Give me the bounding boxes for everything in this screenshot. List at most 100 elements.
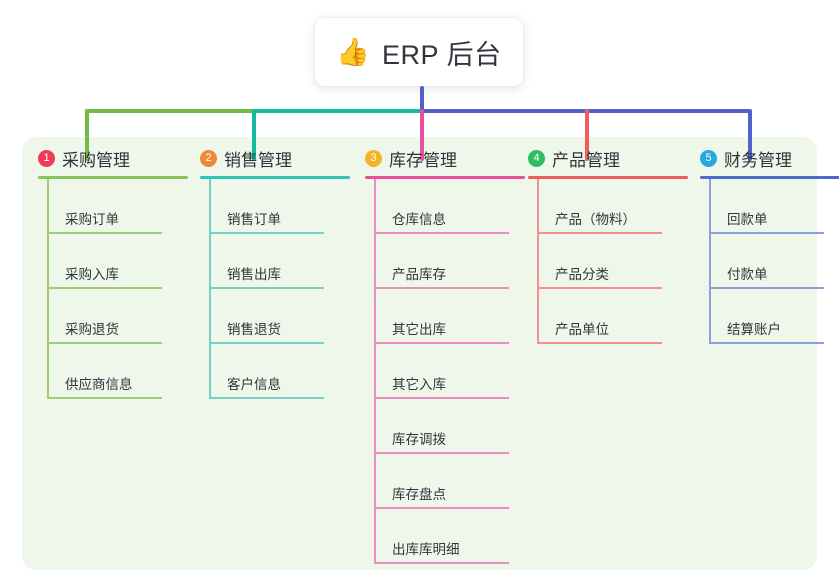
leaf-item[interactable]: 库存盘点 bbox=[365, 454, 525, 509]
branch-title: 销售管理 bbox=[224, 150, 292, 170]
leaf-underline bbox=[209, 287, 324, 289]
leaf-label: 其它出库 bbox=[392, 322, 446, 337]
leaf-underline bbox=[47, 232, 162, 234]
leaf-item[interactable]: 客户信息 bbox=[200, 344, 350, 399]
leaf-label: 销售订单 bbox=[227, 212, 281, 227]
leaf-list: 销售订单销售出库销售退货客户信息 bbox=[200, 179, 350, 399]
branch-title: 采购管理 bbox=[62, 150, 130, 170]
leaf-item[interactable]: 产品单位 bbox=[528, 289, 688, 344]
leaf-underline bbox=[537, 342, 662, 344]
leaf-underline bbox=[374, 507, 509, 509]
branch-number-badge: 4 bbox=[528, 149, 545, 167]
leaf-label: 产品单位 bbox=[555, 322, 609, 337]
branch-column-5: 5 财务管理回款单付款单结算账户 bbox=[700, 146, 839, 344]
leaf-item[interactable]: 产品（物料） bbox=[528, 179, 688, 234]
leaf-underline bbox=[47, 342, 162, 344]
branch-title: 财务管理 bbox=[724, 150, 792, 170]
root-node-card[interactable]: 👍 ERP 后台 bbox=[315, 18, 523, 86]
drop-connector-2 bbox=[252, 109, 256, 161]
branch-underline bbox=[38, 176, 188, 179]
leaf-label: 库存盘点 bbox=[392, 487, 446, 502]
drop-connector-1 bbox=[85, 109, 89, 161]
leaf-item[interactable]: 销售退货 bbox=[200, 289, 350, 344]
branch-header-2[interactable]: 2 销售管理 bbox=[200, 146, 350, 170]
leaf-label: 销售退货 bbox=[227, 322, 281, 337]
trunk-segment-teal bbox=[252, 109, 422, 113]
leaf-label: 产品（物料） bbox=[555, 212, 636, 227]
leaf-list: 采购订单采购入库采购退货供应商信息 bbox=[38, 179, 188, 399]
leaf-item[interactable]: 销售订单 bbox=[200, 179, 350, 234]
branch-underline bbox=[700, 176, 839, 179]
leaf-underline bbox=[374, 342, 509, 344]
leaf-label: 库存调拨 bbox=[392, 432, 446, 447]
leaf-spine bbox=[537, 179, 539, 344]
leaf-list: 回款单付款单结算账户 bbox=[700, 179, 839, 344]
leaf-label: 供应商信息 bbox=[65, 377, 133, 392]
branch-underline bbox=[365, 176, 525, 179]
leaf-item[interactable]: 回款单 bbox=[700, 179, 839, 234]
leaf-item[interactable]: 产品分类 bbox=[528, 234, 688, 289]
leaf-label: 仓库信息 bbox=[392, 212, 446, 227]
leaf-item[interactable]: 产品库存 bbox=[365, 234, 525, 289]
leaf-label: 销售出库 bbox=[227, 267, 281, 282]
leaf-spine bbox=[709, 179, 711, 344]
leaf-label: 其它入库 bbox=[392, 377, 446, 392]
leaf-item[interactable]: 库存调拨 bbox=[365, 399, 525, 454]
trunk-segment-green bbox=[85, 109, 254, 113]
leaf-underline bbox=[209, 232, 324, 234]
leaf-label: 客户信息 bbox=[227, 377, 281, 392]
leaf-item[interactable]: 采购订单 bbox=[38, 179, 188, 234]
leaf-underline bbox=[209, 342, 324, 344]
leaf-item[interactable]: 供应商信息 bbox=[38, 344, 188, 399]
leaf-label: 采购退货 bbox=[65, 322, 119, 337]
root-node-title: ERP 后台 bbox=[382, 39, 502, 70]
leaf-item[interactable]: 仓库信息 bbox=[365, 179, 525, 234]
leaf-underline bbox=[47, 397, 162, 399]
branch-number-badge: 2 bbox=[200, 149, 217, 167]
leaf-label: 产品库存 bbox=[392, 267, 446, 282]
branch-title: 库存管理 bbox=[389, 150, 457, 170]
branch-header-5[interactable]: 5 财务管理 bbox=[700, 146, 839, 170]
leaf-item[interactable]: 出库库明细 bbox=[365, 509, 525, 564]
leaf-spine bbox=[209, 179, 211, 399]
leaf-item[interactable]: 其它出库 bbox=[365, 289, 525, 344]
leaf-underline bbox=[709, 232, 824, 234]
leaf-list: 仓库信息产品库存其它出库其它入库库存调拨库存盘点出库库明细 bbox=[365, 179, 525, 564]
leaf-underline bbox=[374, 562, 509, 564]
branch-column-2: 2 销售管理销售订单销售出库销售退货客户信息 bbox=[200, 146, 350, 399]
leaf-label: 付款单 bbox=[727, 267, 768, 282]
leaf-item[interactable]: 采购入库 bbox=[38, 234, 188, 289]
branch-underline bbox=[200, 176, 350, 179]
root-stem-connector bbox=[420, 86, 424, 111]
leaf-item[interactable]: 付款单 bbox=[700, 234, 839, 289]
leaf-underline bbox=[374, 397, 509, 399]
branch-underline bbox=[528, 176, 688, 179]
leaf-item[interactable]: 采购退货 bbox=[38, 289, 188, 344]
leaf-label: 产品分类 bbox=[555, 267, 609, 282]
leaf-underline bbox=[537, 287, 662, 289]
leaf-spine bbox=[374, 179, 376, 564]
leaf-label: 采购入库 bbox=[65, 267, 119, 282]
leaf-item[interactable]: 销售出库 bbox=[200, 234, 350, 289]
leaf-label: 采购订单 bbox=[65, 212, 119, 227]
drop-connector-3 bbox=[420, 109, 424, 161]
leaf-underline bbox=[209, 397, 324, 399]
leaf-item[interactable]: 其它入库 bbox=[365, 344, 525, 399]
leaf-label: 出库库明细 bbox=[392, 542, 460, 557]
leaf-underline bbox=[47, 287, 162, 289]
branches-panel bbox=[22, 137, 817, 570]
leaf-label: 回款单 bbox=[727, 212, 768, 227]
drop-connector-5 bbox=[748, 109, 752, 161]
leaf-underline bbox=[709, 342, 824, 344]
branch-number-badge: 5 bbox=[700, 149, 717, 167]
drop-connector-4 bbox=[585, 109, 589, 161]
leaf-spine bbox=[47, 179, 49, 399]
leaf-item[interactable]: 结算账户 bbox=[700, 289, 839, 344]
